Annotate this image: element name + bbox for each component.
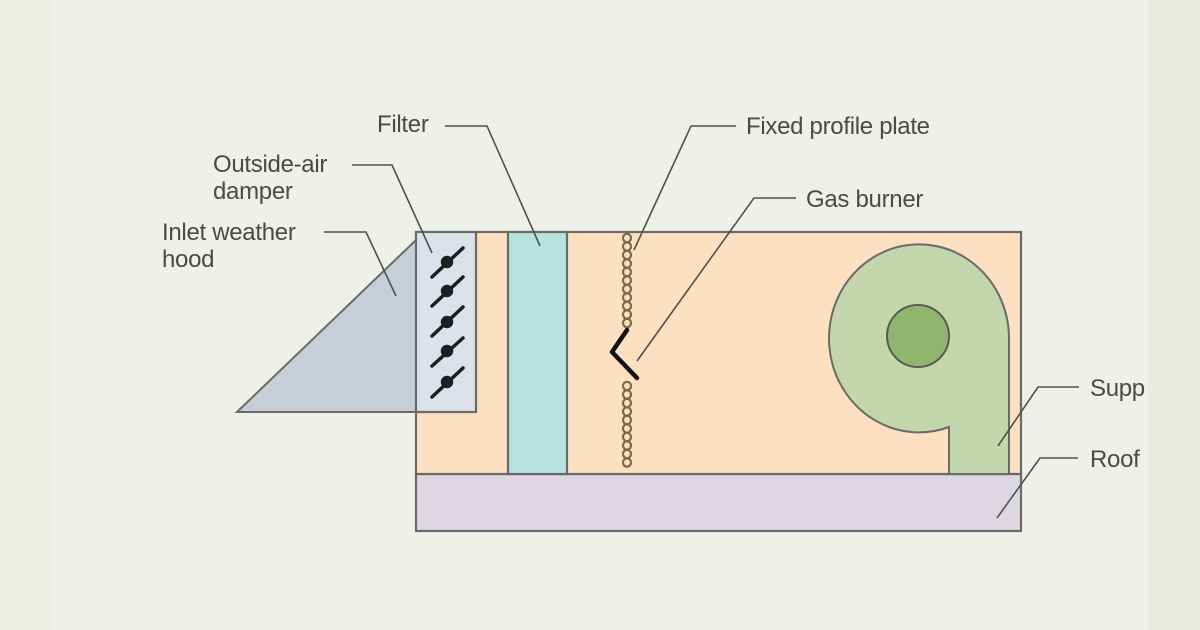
label-inlet-hood-2: hood — [162, 246, 214, 273]
damper-blades — [430, 246, 465, 399]
gas-burner-leader — [636, 197, 796, 362]
profile-plate-leader — [633, 125, 736, 251]
damper-blade — [430, 305, 465, 338]
label-roof: Roof — [1090, 446, 1140, 473]
label-outside-air-damper-1: Outside-air — [213, 151, 327, 178]
coil-loop — [621, 317, 633, 329]
label-inlet-hood-1: Inlet weather — [162, 219, 296, 246]
label-filter: Filter — [377, 111, 429, 138]
roof — [414, 472, 1023, 533]
damper-blade — [430, 336, 465, 368]
inlet-weather-hood — [234, 237, 417, 413]
label-outside-air-damper-2: damper — [213, 178, 293, 205]
roof-leader — [996, 457, 1078, 519]
damper-blade — [430, 275, 465, 308]
damper-leader — [352, 164, 433, 254]
label-gas-burner: Gas burner — [806, 186, 923, 213]
damper-blade — [430, 366, 465, 399]
coil-loop — [621, 457, 633, 468]
right-margin — [1148, 0, 1200, 630]
label-fixed-profile-plate: Fixed profile plate — [746, 113, 930, 140]
hood-leader — [324, 231, 397, 297]
supply-fan-leader — [997, 386, 1079, 447]
gas-burner — [609, 327, 640, 381]
fixed-profile-plate — [621, 232, 633, 468]
label-supply-fan: Supp — [1090, 375, 1145, 402]
filter-leader — [445, 125, 541, 247]
damper-blade — [430, 246, 465, 279]
fan-hub — [886, 304, 950, 368]
filter — [506, 230, 569, 476]
